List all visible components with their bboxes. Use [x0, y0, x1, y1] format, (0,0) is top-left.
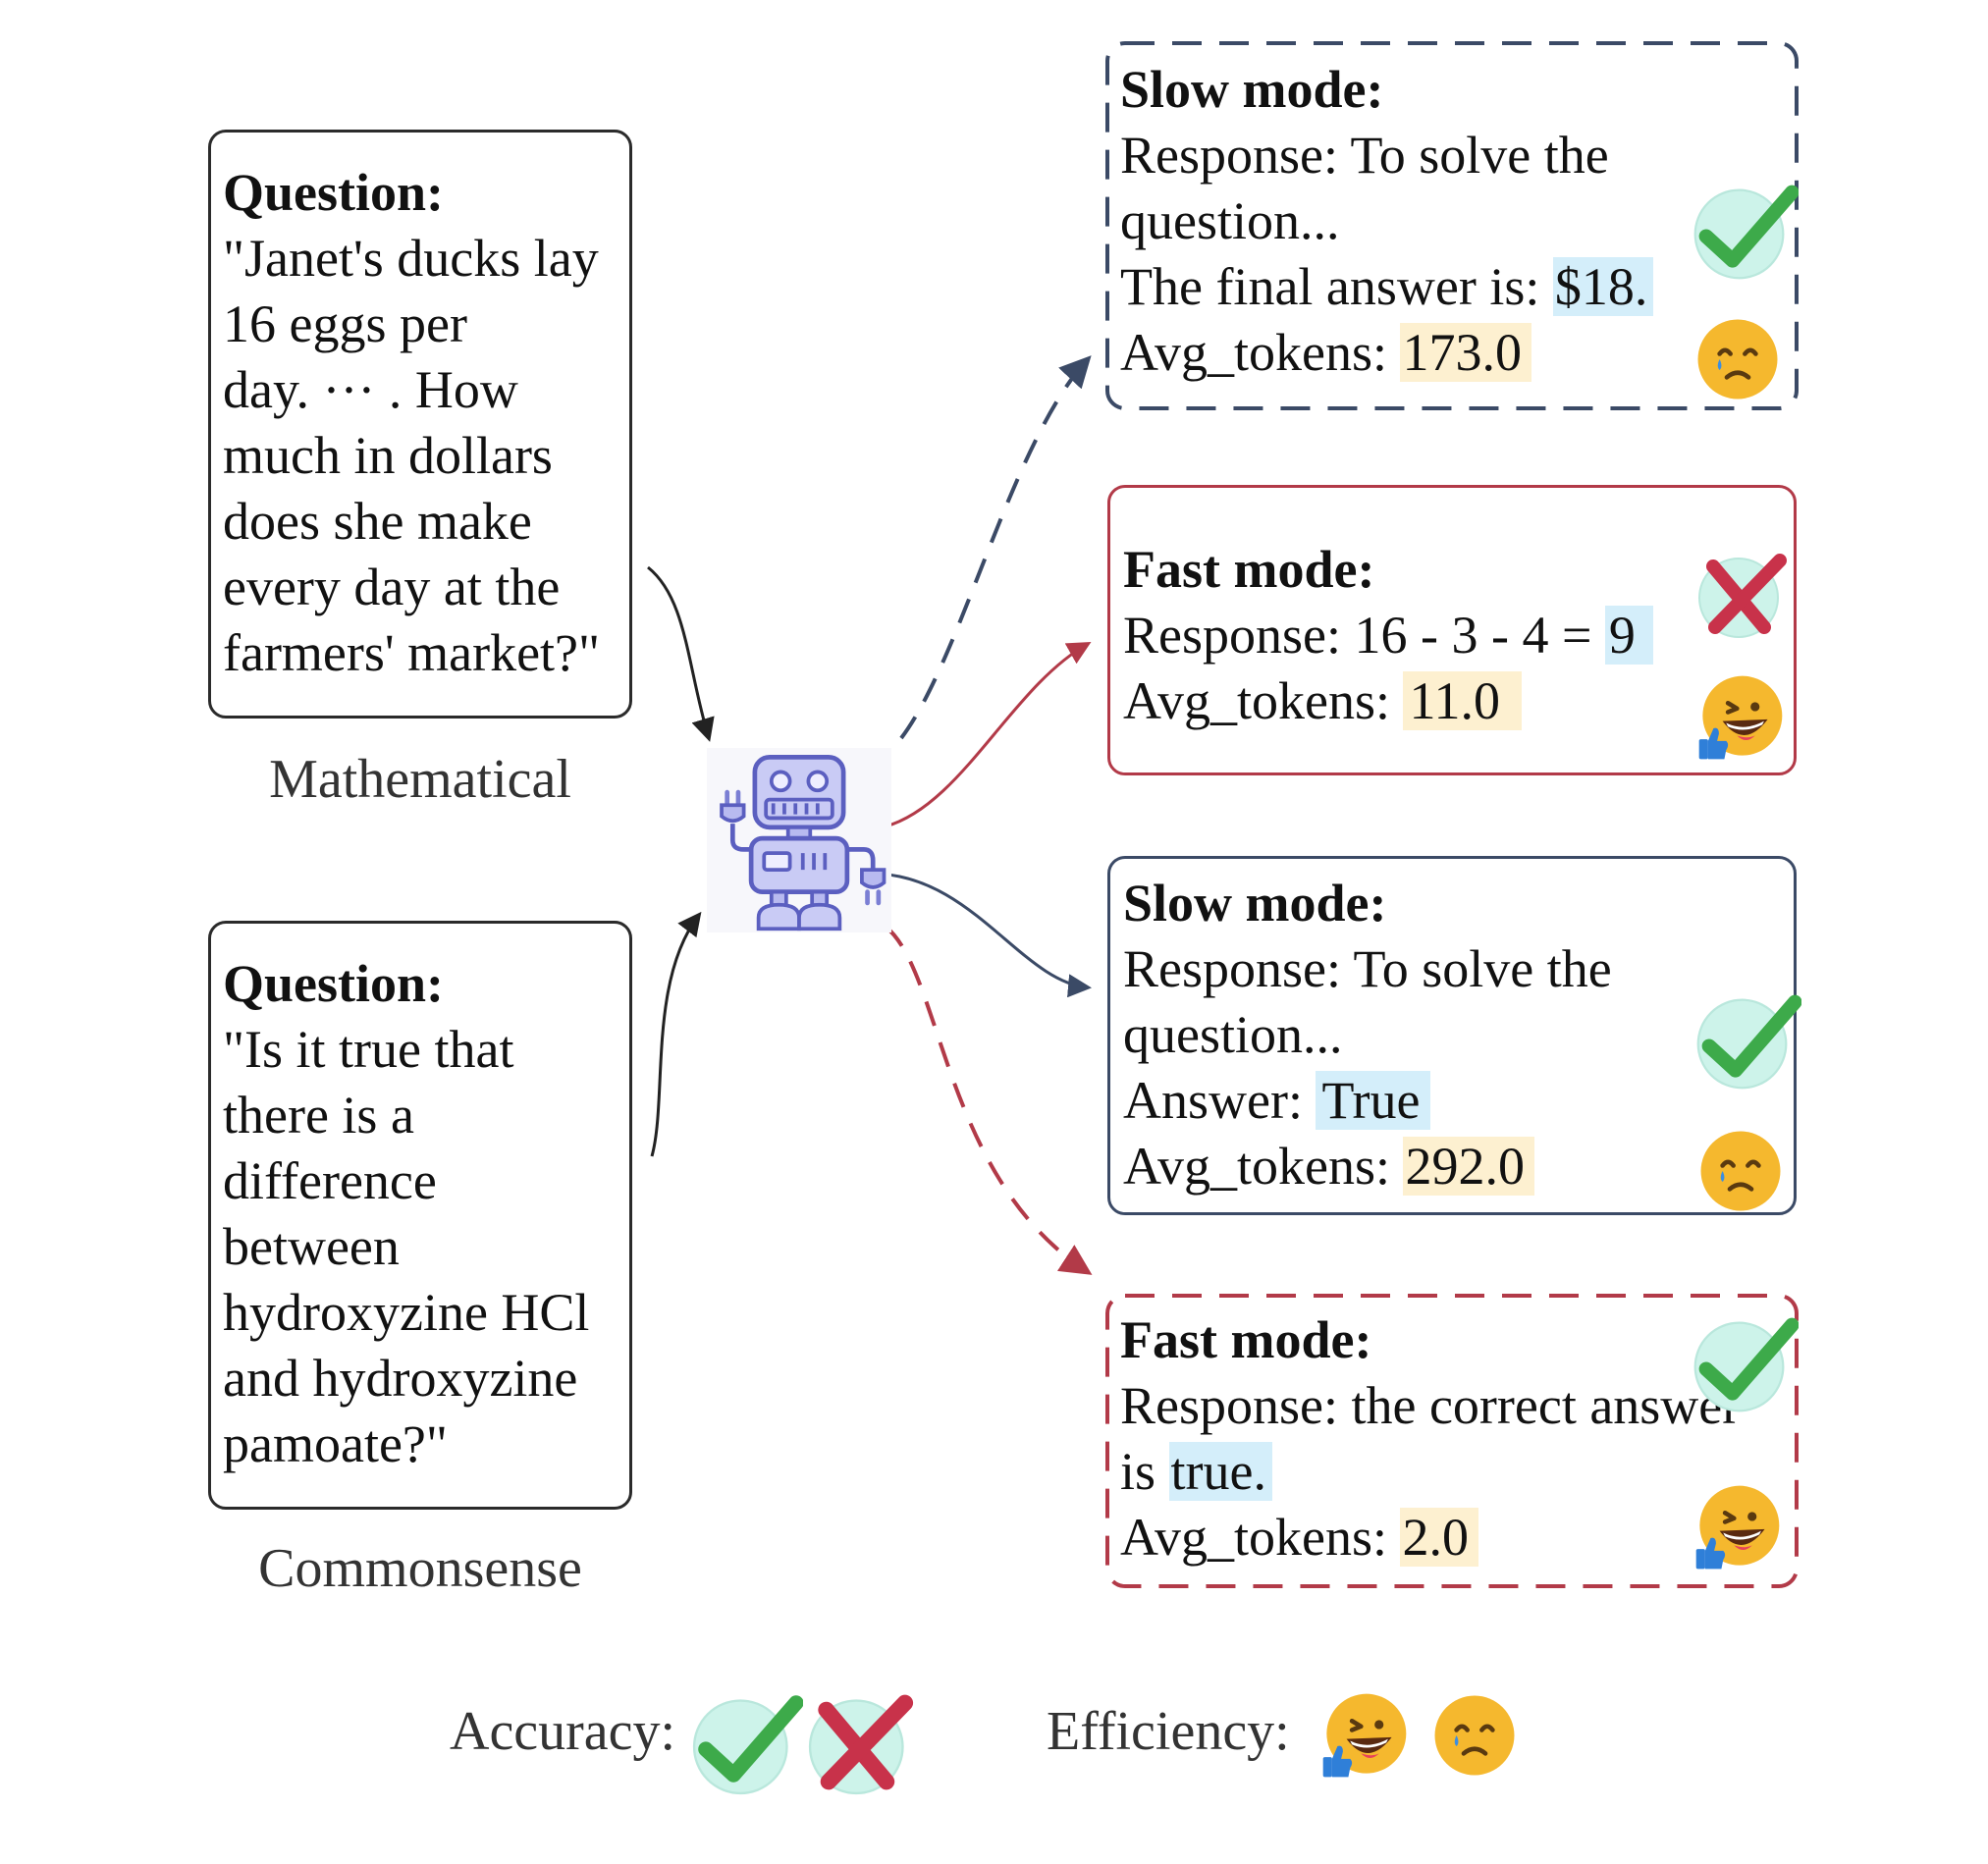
tokens-line: Avg_tokens: 173.0 [1120, 320, 1797, 386]
check-icon [1692, 985, 1801, 1094]
mode-title: Fast mode: [1120, 1310, 1372, 1369]
happy-face-icon [1319, 1690, 1410, 1781]
question-text: "Janet's ducks lay 16 eggs per day. ··· … [223, 229, 601, 682]
sad-face-icon [1695, 1126, 1786, 1216]
cross-icon [1693, 545, 1792, 643]
check-icon [1689, 1307, 1799, 1417]
question-title: Question: [223, 163, 445, 222]
dashed-border [1105, 1294, 1799, 1588]
check-icon [1689, 175, 1799, 285]
answer-prefix: Answer: [1123, 1071, 1316, 1130]
answer-value: True [1316, 1071, 1430, 1130]
tokens-value: 2.0 [1400, 1508, 1478, 1567]
answer-prefix: The final answer is: [1120, 257, 1553, 316]
tokens-line: Avg_tokens: 2.0 [1120, 1505, 1797, 1571]
tokens-value: 292.0 [1403, 1137, 1534, 1196]
answer-line: is true. [1120, 1439, 1797, 1505]
mode-box-fast-commonsense: Fast mode: Response: the correct answer … [1105, 1294, 1799, 1588]
response-line: Response: To solve the [1120, 126, 1609, 185]
question-box-commonsense: Question: "Is it true that there is a di… [208, 921, 632, 1510]
mode-title: Slow mode: [1120, 60, 1384, 119]
happy-face-icon [1695, 672, 1786, 763]
category-label-commonsense: Commonsense [258, 1538, 582, 1599]
tokens-value: 11.0 [1403, 671, 1522, 730]
cross-icon [803, 1684, 919, 1800]
question-box-mathematical: Question: "Janet's ducks lay 16 eggs per… [208, 130, 632, 719]
answer-line: Response: 16 - 3 - 4 = 9 [1123, 603, 1794, 668]
arrow-robot-to-slow-2 [871, 872, 1092, 998]
arrow-robot-to-fast-1 [885, 642, 1092, 828]
arrow-math-to-robot [647, 565, 715, 742]
tokens-value: 173.0 [1400, 323, 1531, 382]
category-label-mathematical: Mathematical [269, 749, 571, 810]
tokens-line: Avg_tokens: 11.0 [1123, 668, 1794, 734]
tokens-line: Avg_tokens: 292.0 [1123, 1134, 1794, 1199]
response-line: Response: To solve the [1123, 939, 1612, 998]
tokens-label: Avg_tokens: [1120, 1508, 1401, 1567]
response-line: Response: the correct answer [1120, 1376, 1741, 1435]
tokens-label: Avg_tokens: [1123, 1137, 1404, 1196]
mode-box-fast-math: Fast mode: Response: 16 - 3 - 4 = 9 Avg_… [1107, 485, 1797, 775]
mode-title: Fast mode: [1123, 540, 1375, 599]
answer-value: 9 [1604, 606, 1653, 665]
dashed-border [1105, 41, 1799, 410]
robot-icon [707, 748, 891, 932]
arrow-commonsense-to-robot [650, 911, 702, 1157]
response-line: question... [1120, 191, 1340, 250]
answer-value: $18. [1552, 257, 1654, 316]
answer-prefix: is [1120, 1442, 1169, 1501]
mode-box-slow-math: Slow mode: Response: To solve the questi… [1105, 41, 1799, 410]
answer-line: The final answer is: $18. [1120, 254, 1797, 320]
question-title: Question: [223, 954, 445, 1013]
tokens-label: Avg_tokens: [1120, 323, 1401, 382]
sad-face-icon [1692, 314, 1783, 404]
answer-prefix: Response: 16 - 3 - 4 = [1123, 606, 1605, 665]
answer-value: true. [1168, 1442, 1272, 1501]
mode-box-slow-commonsense: Slow mode: Response: To solve the questi… [1107, 856, 1797, 1215]
legend-efficiency-label: Efficiency: [1047, 1701, 1290, 1762]
response-line: question... [1123, 1005, 1343, 1064]
check-icon [687, 1684, 803, 1800]
question-text: "Is it true that there is a difference b… [223, 1020, 590, 1473]
answer-line: Answer: True [1123, 1068, 1794, 1134]
arrow-robot-to-slow-1 [899, 355, 1092, 740]
sad-face-icon [1429, 1690, 1520, 1781]
legend-accuracy-label: Accuracy: [450, 1701, 676, 1762]
happy-face-icon [1692, 1482, 1783, 1572]
mode-title: Slow mode: [1123, 874, 1387, 932]
tokens-label: Avg_tokens: [1123, 671, 1404, 730]
